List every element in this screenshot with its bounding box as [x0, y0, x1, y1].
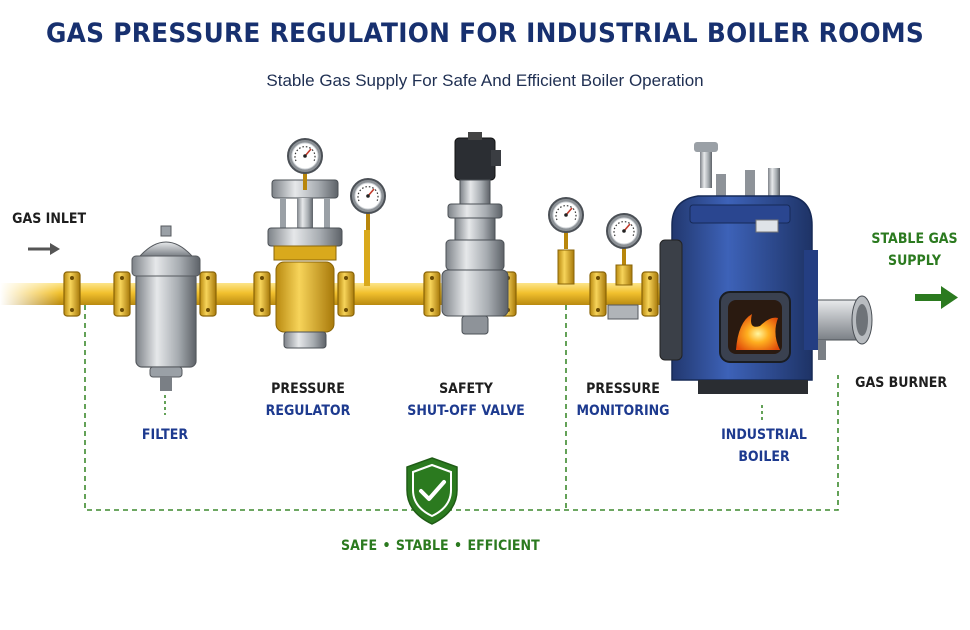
regulator-label-line1: PRESSURE	[271, 381, 345, 397]
gas-filter	[131, 225, 201, 391]
boiler-label-line2: BOILER	[738, 449, 790, 465]
safety-shutoff-valve	[441, 132, 509, 335]
stable-gas-supply-line1: STABLE GAS	[871, 231, 958, 247]
boiler-label-line1: INDUSTRIAL	[721, 427, 807, 443]
tagline-separator: •	[382, 538, 391, 554]
shield-check-icon	[406, 457, 458, 525]
gas-burner-label: GAS BURNER	[855, 375, 948, 391]
shutoff-valve-label-line2: SHUT-OFF VALVE	[407, 403, 525, 419]
regulator-label: PRESSURE REGULATOR	[263, 378, 353, 422]
gas-inlet-label: GAS INLET	[12, 211, 87, 227]
pressure-gauge-icon	[349, 177, 387, 232]
tagline-stable: STABLE	[395, 538, 449, 554]
monitoring-label-line1: PRESSURE	[586, 381, 660, 397]
boiler-label: INDUSTRIAL BOILER	[717, 424, 811, 468]
tagline-separator: •	[454, 538, 463, 554]
pressure-regulator	[267, 137, 387, 349]
industrial-boiler	[659, 142, 818, 394]
shutoff-valve-label-line1: SAFETY	[439, 381, 493, 397]
flame-icon	[736, 314, 780, 350]
arrow-right-icon	[915, 286, 958, 309]
control-loop-line	[84, 305, 839, 511]
filter-label: FILTER	[141, 427, 189, 443]
pressure-gauge-icon	[547, 196, 585, 251]
monitoring-label-line2: MONITORING	[576, 403, 670, 419]
pressure-monitoring	[547, 196, 643, 320]
monitoring-label: PRESSURE MONITORING	[574, 378, 673, 422]
tagline: SAFE•STABLE•EFFICIENT	[341, 538, 540, 554]
regulator-label-line2: REGULATOR	[265, 403, 351, 419]
page-subtitle: Stable Gas Supply For Safe And Efficient…	[266, 71, 704, 90]
stable-gas-supply-line2: SUPPLY	[888, 253, 941, 269]
tagline-safe: SAFE	[341, 538, 378, 554]
tagline-efficient: EFFICIENT	[467, 538, 540, 554]
page-title: GAS PRESSURE REGULATION FOR INDUSTRIAL B…	[45, 18, 925, 49]
stable-gas-supply-label: STABLE GAS SUPPLY	[867, 228, 962, 272]
pressure-gauge-icon	[605, 212, 643, 267]
shutoff-valve-label: SAFETY SHUT-OFF VALVE	[403, 378, 529, 422]
arrow-right-icon	[28, 243, 60, 255]
